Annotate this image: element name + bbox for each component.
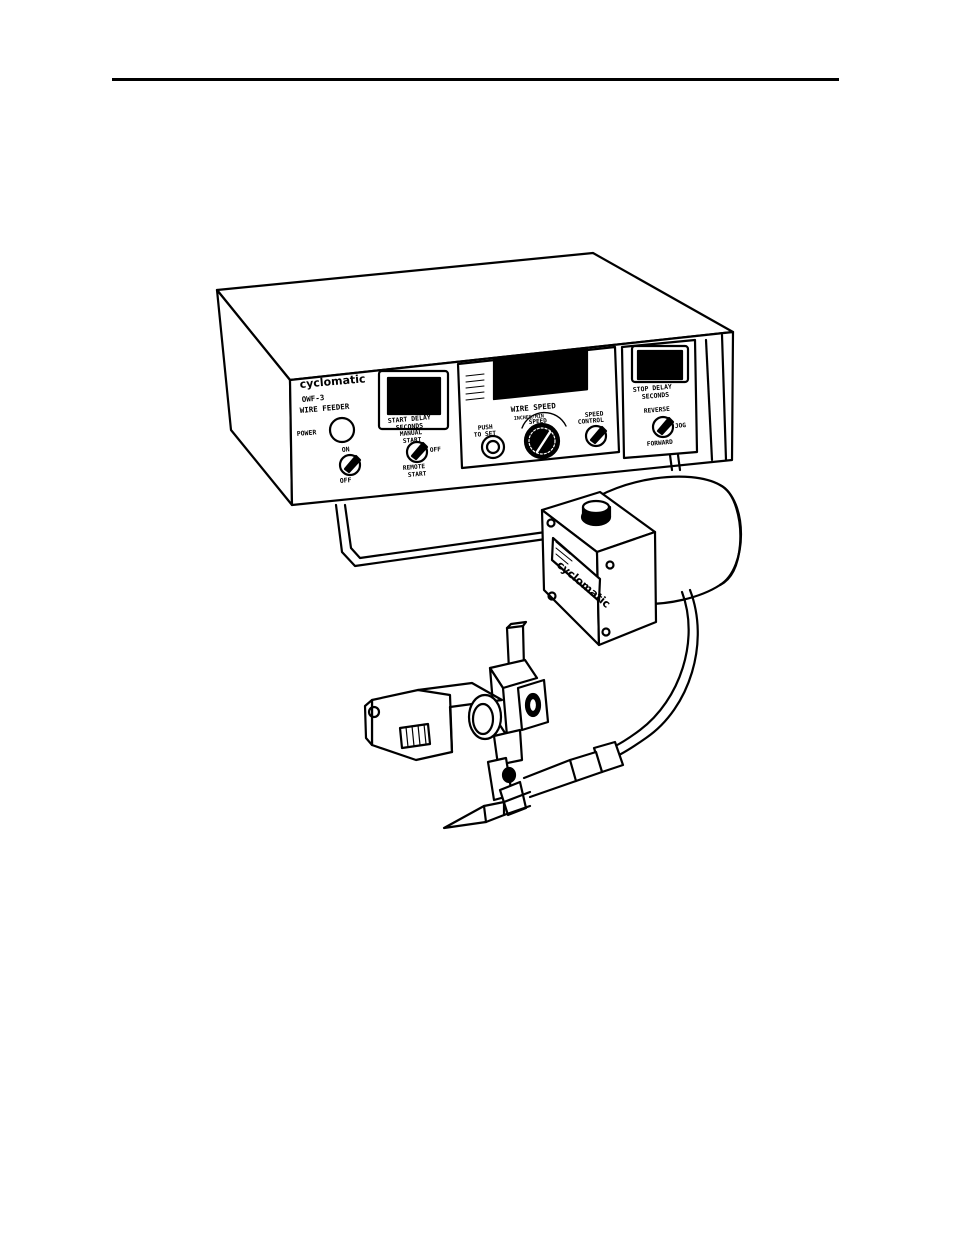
remote-start-label-1: REMOTE	[403, 463, 426, 472]
power-lamp	[328, 416, 356, 444]
push-to-set-label-1: PUSH	[478, 424, 494, 432]
stop-delay-label-1: STOP DELAY	[632, 383, 672, 394]
remote-start-label-2: START	[408, 470, 427, 479]
start-delay-label-1: START DELAY	[387, 413, 431, 425]
wire-conduit	[522, 588, 699, 799]
motor-nameplate	[550, 536, 602, 603]
push-to-set-label-2: TO SET	[474, 430, 497, 439]
speed-knob	[523, 422, 561, 460]
torch-holder-assembly	[363, 620, 550, 817]
stop-delay-label-2: SECONDS	[641, 391, 669, 401]
header-rule	[112, 78, 839, 81]
wire-speed-label: WIRE SPEED	[510, 401, 556, 414]
cabinet-stand	[334, 453, 682, 568]
start-delay-display	[386, 376, 442, 416]
wire-speed-panel	[456, 345, 621, 470]
manual-start-label-1: MANUAL	[400, 429, 423, 438]
speed-knob-label: SPEED	[529, 417, 548, 426]
power-label: POWER	[296, 428, 316, 438]
stop-delay-display	[636, 349, 684, 381]
wire-speed-display	[492, 347, 589, 401]
speed-control-label-1: SPEED	[585, 410, 604, 419]
speed-control-label-2: CONTROL	[578, 417, 605, 426]
panel-product: WIRE FEEDER	[299, 402, 350, 415]
wire-speed-units: INCHES/MIN	[514, 413, 545, 422]
reverse-label: REVERSE	[644, 406, 671, 415]
start-delay-label-2: SECONDS	[395, 422, 423, 432]
power-on-label: ON	[341, 445, 350, 454]
start-off-label: OFF	[430, 446, 442, 454]
torch-nozzle	[442, 790, 532, 830]
manual-start-label-2: START	[403, 436, 422, 445]
panel-labels: cyclomatic OWF-3 WIRE FEEDER POWER ON OF…	[296, 372, 686, 485]
right-control-section	[620, 338, 699, 460]
jog-label: JOG	[675, 422, 687, 430]
power-off-label: OFF	[339, 476, 351, 485]
drive-motor	[540, 475, 743, 647]
forward-label: FORWARD	[647, 439, 674, 448]
panel-brand: cyclomatic	[299, 372, 366, 391]
left-control-section	[328, 369, 450, 477]
panel-model: OWF-3	[301, 393, 325, 404]
